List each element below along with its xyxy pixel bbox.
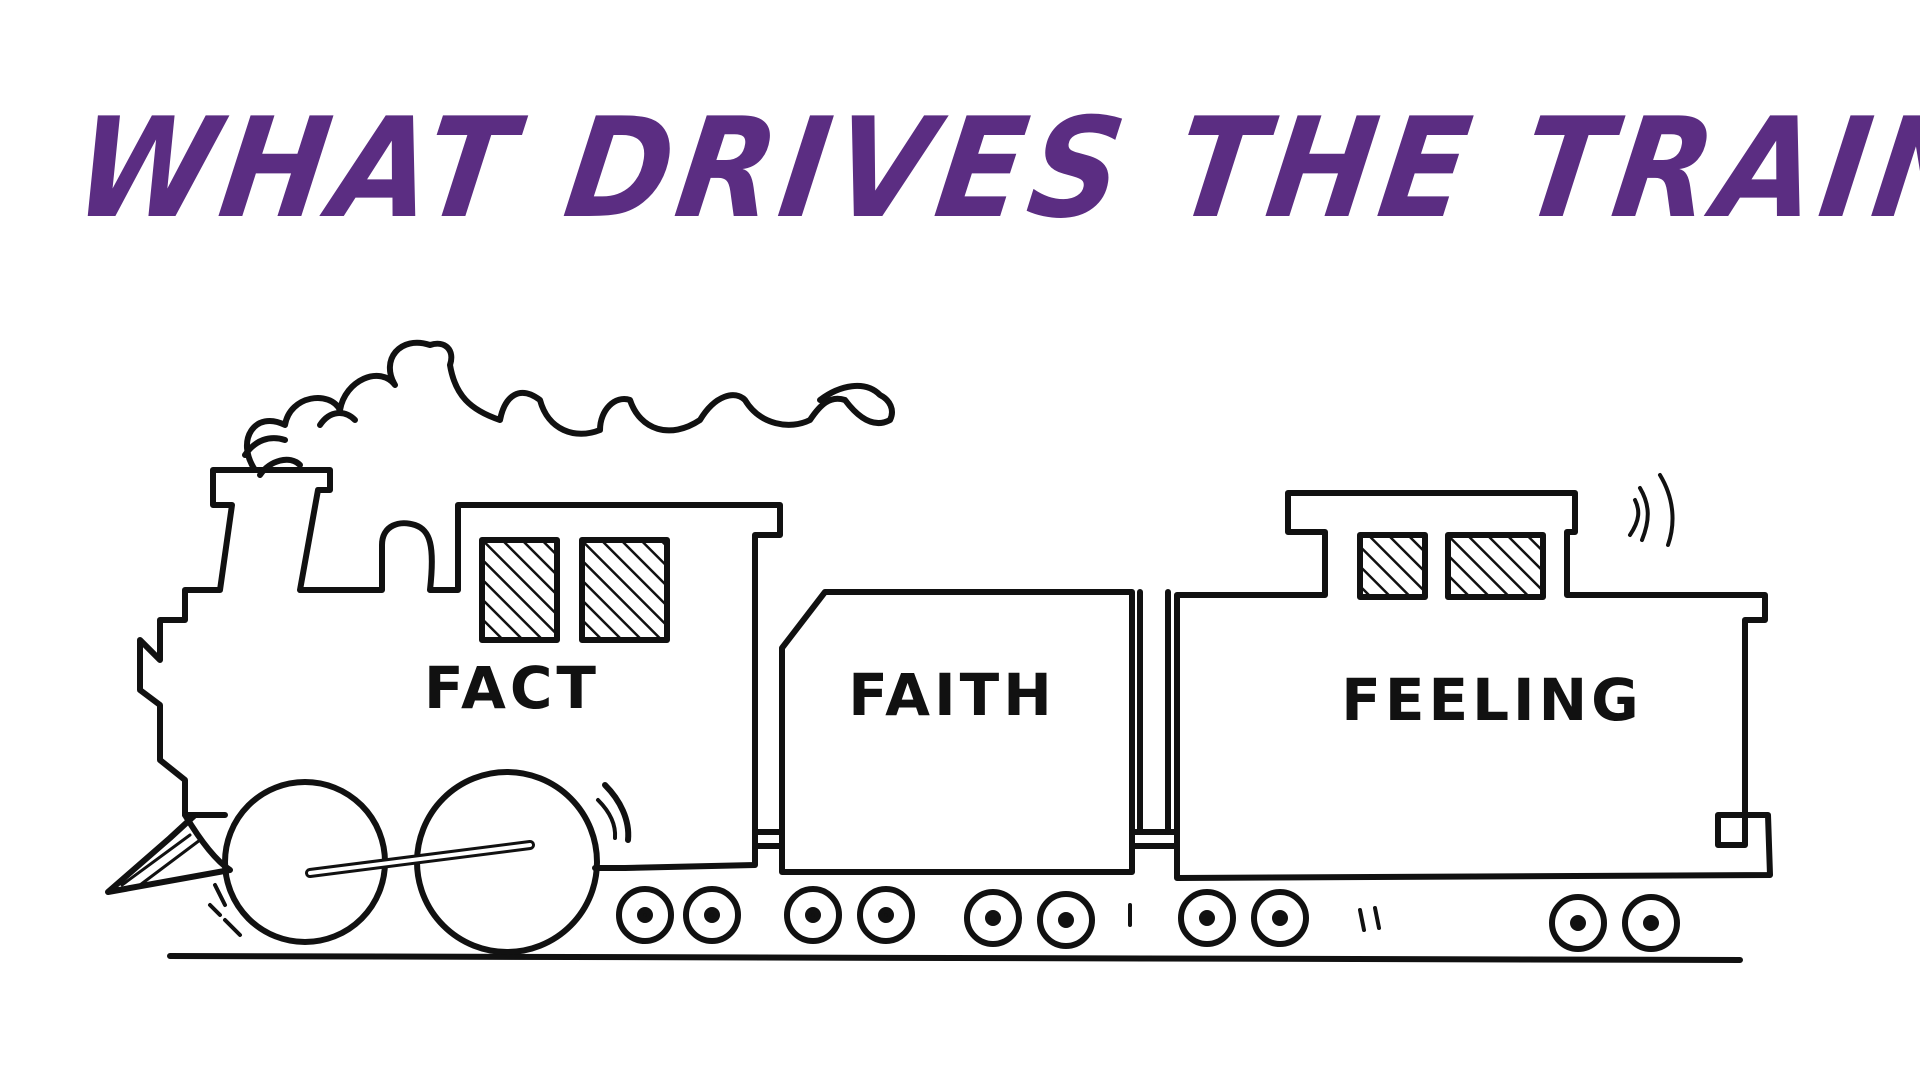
drive-wheel-rear — [414, 769, 600, 955]
car-label-feeling: FEELING — [1341, 666, 1643, 734]
car-label-fact: FACT — [424, 654, 600, 722]
coal-car-body — [779, 589, 1135, 875]
rail-track — [167, 953, 1743, 963]
small-wheels — [616, 886, 1680, 952]
caboose-body — [1174, 490, 1773, 881]
engine-window-left — [479, 537, 560, 643]
engine-window-right — [579, 537, 670, 643]
smoke-cloud — [243, 339, 895, 473]
engine-body — [137, 467, 783, 871]
caboose-window-right — [1445, 532, 1546, 600]
car-label-faith: FAITH — [848, 661, 1056, 729]
caboose-window-left — [1357, 532, 1428, 600]
